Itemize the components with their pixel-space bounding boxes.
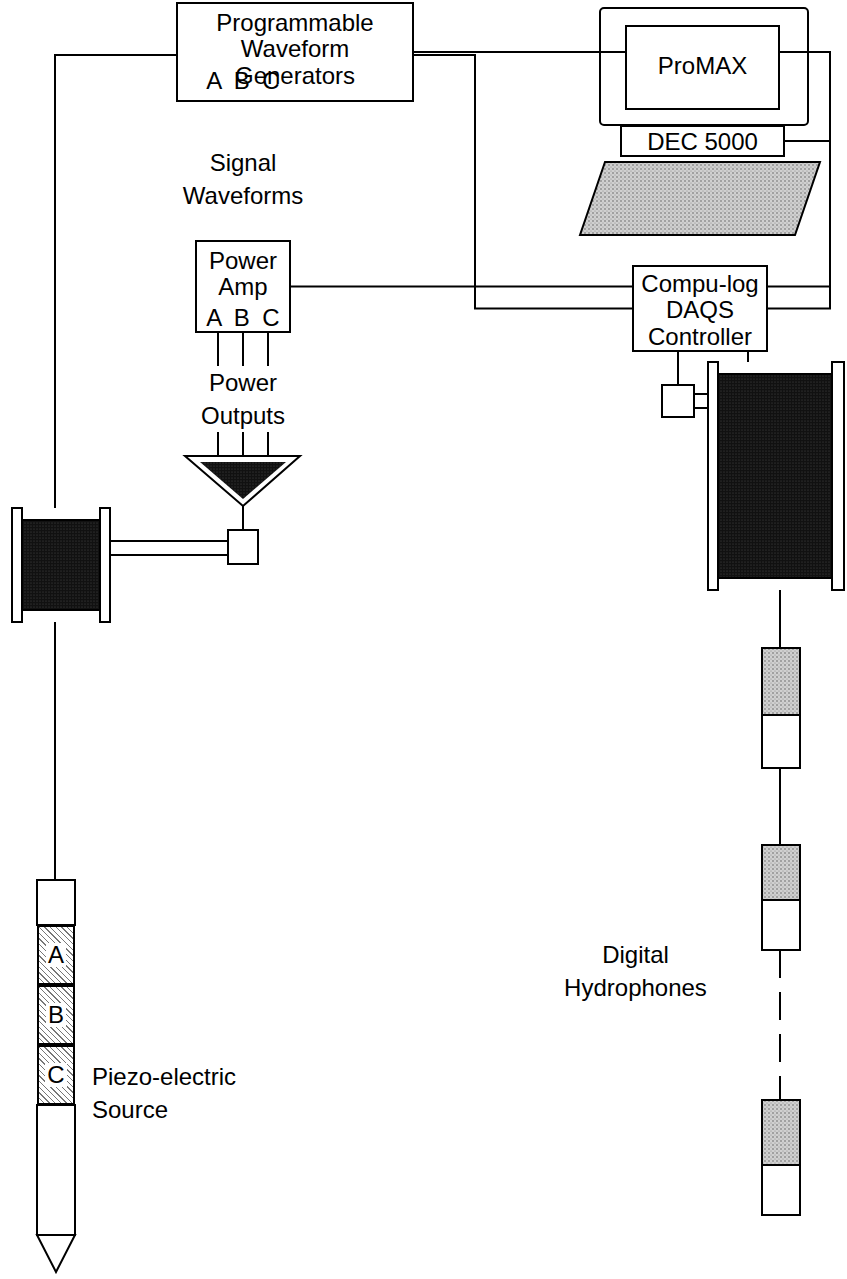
node-title: ProMAX	[658, 53, 747, 79]
source-segment: B	[37, 985, 75, 1045]
monitor-screen: ProMAX	[625, 25, 780, 110]
workstation-box: DEC 5000	[620, 125, 785, 157]
annotation-label: Signal Waveforms	[176, 146, 310, 212]
node-title: DEC 5000	[647, 129, 758, 155]
source-segment: A	[37, 925, 75, 985]
source-segment: C	[37, 1045, 75, 1105]
channel-letters: A B C	[206, 305, 279, 331]
node-title: A	[46, 943, 66, 967]
node-title: Compu-log DAQS Controller	[638, 271, 762, 350]
signal-wire	[414, 55, 632, 309]
power-amp-box: Power Amp A B C	[195, 240, 291, 333]
node-title: C	[45, 1063, 66, 1087]
waveform-generator-box: Programmable Waveform GeneratorsA B C	[176, 2, 414, 102]
annotation-label: Power Outputs	[183, 366, 303, 432]
controller-box: Compu-log DAQS Controller	[632, 265, 768, 352]
annotation-label: Digital Hydrophones	[553, 938, 718, 1004]
node-title: Power Amp	[201, 248, 285, 301]
node-title: B	[46, 1003, 66, 1027]
annotation-label: Piezo-electric Source	[92, 1060, 262, 1126]
signal-wire	[768, 141, 830, 309]
channel-letters: A B C	[201, 68, 285, 94]
